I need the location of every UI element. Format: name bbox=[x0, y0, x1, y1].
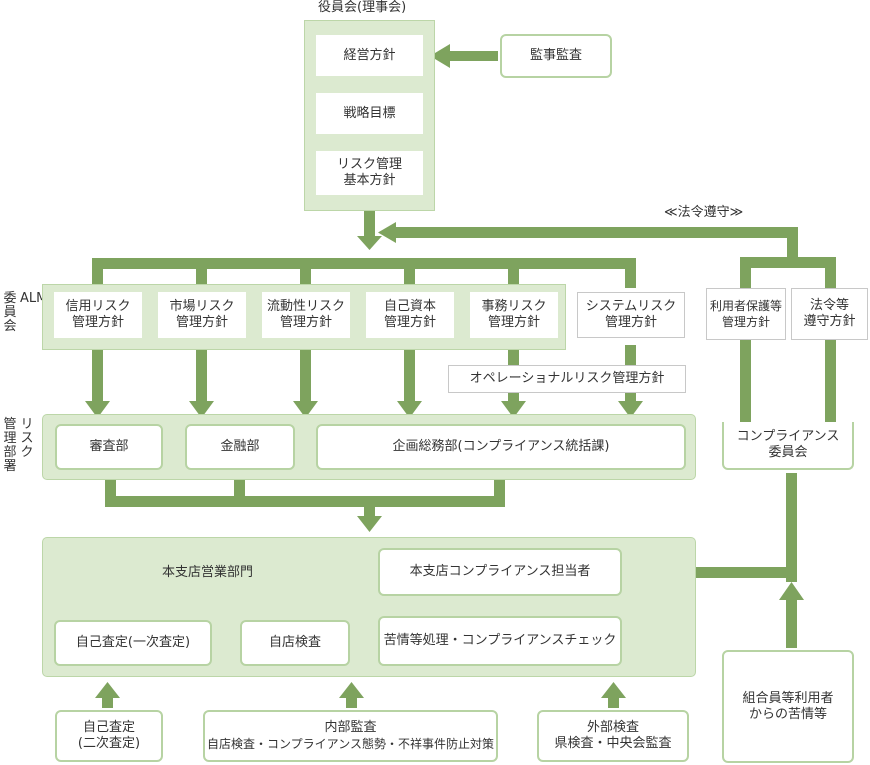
audit-arrow-head bbox=[430, 44, 450, 68]
policy-credit-risk: 信用リスク 管理方針 bbox=[54, 292, 142, 338]
dept-text: 企画総務部(コンプライアンス統括課) bbox=[392, 439, 610, 454]
policy-bus bbox=[92, 258, 636, 269]
policy-text: 管理方針 bbox=[383, 315, 436, 330]
internal-audit: 内部監査 自店検査・コンプライアンス態勢・不祥事件防止対策 bbox=[203, 710, 498, 762]
risk-side-label-a: 管理部署 bbox=[3, 417, 17, 474]
branch-item-text: 苦情等処理・コンプライアンスチェック bbox=[383, 633, 617, 648]
alm-side-label-b: ALM bbox=[20, 291, 48, 306]
bottom-text: 自己査定 bbox=[82, 720, 135, 735]
board-down-head bbox=[357, 236, 382, 250]
board-item-text: リスク管理 bbox=[336, 157, 402, 172]
bottom-text: 自店検査・コンプライアンス態勢・不祥事件防止対策 bbox=[207, 737, 494, 751]
policy-text: 管理方針 bbox=[71, 315, 124, 330]
policy-text: オペレーショナルリスク管理方針 bbox=[469, 371, 665, 386]
board-item-text: 基本方針 bbox=[343, 173, 396, 188]
dept-finance: 金融部 bbox=[185, 424, 295, 470]
policy-liquidity-risk: 流動性リスク 管理方針 bbox=[262, 292, 350, 338]
complaints-text: からの苦情等 bbox=[748, 706, 827, 722]
policy-text: 流動性リスク bbox=[266, 299, 345, 314]
board-down-line bbox=[364, 210, 375, 238]
policy-text: 利用者保護等 bbox=[709, 299, 782, 313]
branch-complaint-handling: 苦情等処理・コンプライアンスチェック bbox=[378, 616, 622, 666]
risk-side-label-b: リスク bbox=[20, 417, 34, 460]
policy-operational-risk: オペレーショナルリスク管理方針 bbox=[448, 365, 686, 393]
policy-text: 管理方針 bbox=[721, 315, 770, 329]
committee-text: コンプライアンス bbox=[736, 429, 840, 444]
policy-text: 事務リスク bbox=[481, 299, 547, 314]
board-item-text: 経営方針 bbox=[343, 47, 396, 63]
policy-text: 管理方針 bbox=[175, 315, 228, 330]
board-item-risk-basic-policy: リスク管理 基本方針 bbox=[316, 151, 423, 195]
branch-self-assessment-first: 自己査定(一次査定) bbox=[54, 620, 212, 666]
bottom-text: 内部監査 bbox=[324, 720, 377, 735]
policy-capital: 自己資本 管理方針 bbox=[366, 292, 454, 338]
policy-text: 信用リスク bbox=[65, 299, 131, 314]
policy-text: 管理方針 bbox=[279, 315, 332, 330]
bottom-text: 県検査・中央会監査 bbox=[554, 736, 672, 751]
dept-examination: 審査部 bbox=[55, 424, 163, 470]
branch-self-inspection: 自店検査 bbox=[240, 620, 350, 666]
officer-text: 本支店コンプライアンス担当者 bbox=[409, 564, 591, 579]
policy-operational-admin-risk: 事務リスク 管理方針 bbox=[470, 292, 558, 338]
board-title: 役員会(理事会) bbox=[318, 0, 407, 15]
policy-text: 市場リスク bbox=[169, 299, 235, 314]
law-line bbox=[394, 227, 792, 238]
law-split bbox=[740, 257, 836, 268]
complaints-text: 組合員等利用者 bbox=[742, 690, 834, 706]
branch-title: 本支店営業部門 bbox=[162, 565, 254, 580]
audit-arrow bbox=[448, 51, 498, 61]
branch-compliance-officer: 本支店コンプライアンス担当者 bbox=[378, 548, 622, 596]
audit-text: 監事監査 bbox=[529, 48, 582, 63]
policy-market-risk: 市場リスク 管理方針 bbox=[158, 292, 246, 338]
external-inspection: 外部検査 県検査・中央会監査 bbox=[537, 710, 689, 762]
member-complaints: 組合員等利用者 からの苦情等 bbox=[722, 650, 854, 763]
law-arrow-head bbox=[378, 222, 396, 243]
bottom-text: (二次査定) bbox=[77, 736, 141, 751]
policy-text: 自己資本 bbox=[383, 299, 436, 314]
branch-item-text: 自店検査 bbox=[268, 635, 321, 650]
board-item-text: 戦略目標 bbox=[343, 105, 396, 121]
self-assessment-second: 自己査定 (二次査定) bbox=[55, 710, 163, 762]
policy-text: 法令等 bbox=[809, 298, 849, 313]
policy-text: 管理方針 bbox=[487, 315, 540, 330]
policy-law-compliance: 法令等 遵守方針 bbox=[791, 288, 868, 340]
law-compliance-label: ≪法令遵守≫ bbox=[664, 205, 744, 220]
audit-box: 監事監査 bbox=[500, 34, 612, 78]
board-item-management-policy: 経営方針 bbox=[316, 35, 423, 76]
dept-merge-line bbox=[105, 496, 505, 507]
policy-system-risk: システムリスク 管理方針 bbox=[577, 292, 685, 338]
policy-text: 遵守方針 bbox=[803, 314, 856, 329]
policy-user-protection: 利用者保護等 管理方針 bbox=[706, 288, 786, 340]
branch-item-text: 自己査定(一次査定) bbox=[75, 635, 191, 650]
policy-text: 管理方針 bbox=[604, 315, 657, 330]
dept-planning-general-affairs: 企画総務部(コンプライアンス統括課) bbox=[316, 424, 686, 470]
bottom-text: 外部検査 bbox=[586, 720, 639, 735]
compliance-committee: コンプライアンス 委員会 bbox=[722, 422, 854, 470]
law-riser bbox=[787, 227, 798, 257]
policy-text: システムリスク bbox=[585, 299, 677, 314]
alm-side-label-a: 委員会 bbox=[3, 291, 17, 334]
committee-text: 委員会 bbox=[768, 445, 808, 460]
dept-text: 審査部 bbox=[89, 439, 129, 454]
dept-text: 金融部 bbox=[220, 439, 260, 454]
board-item-strategic-goal: 戦略目標 bbox=[316, 93, 423, 134]
